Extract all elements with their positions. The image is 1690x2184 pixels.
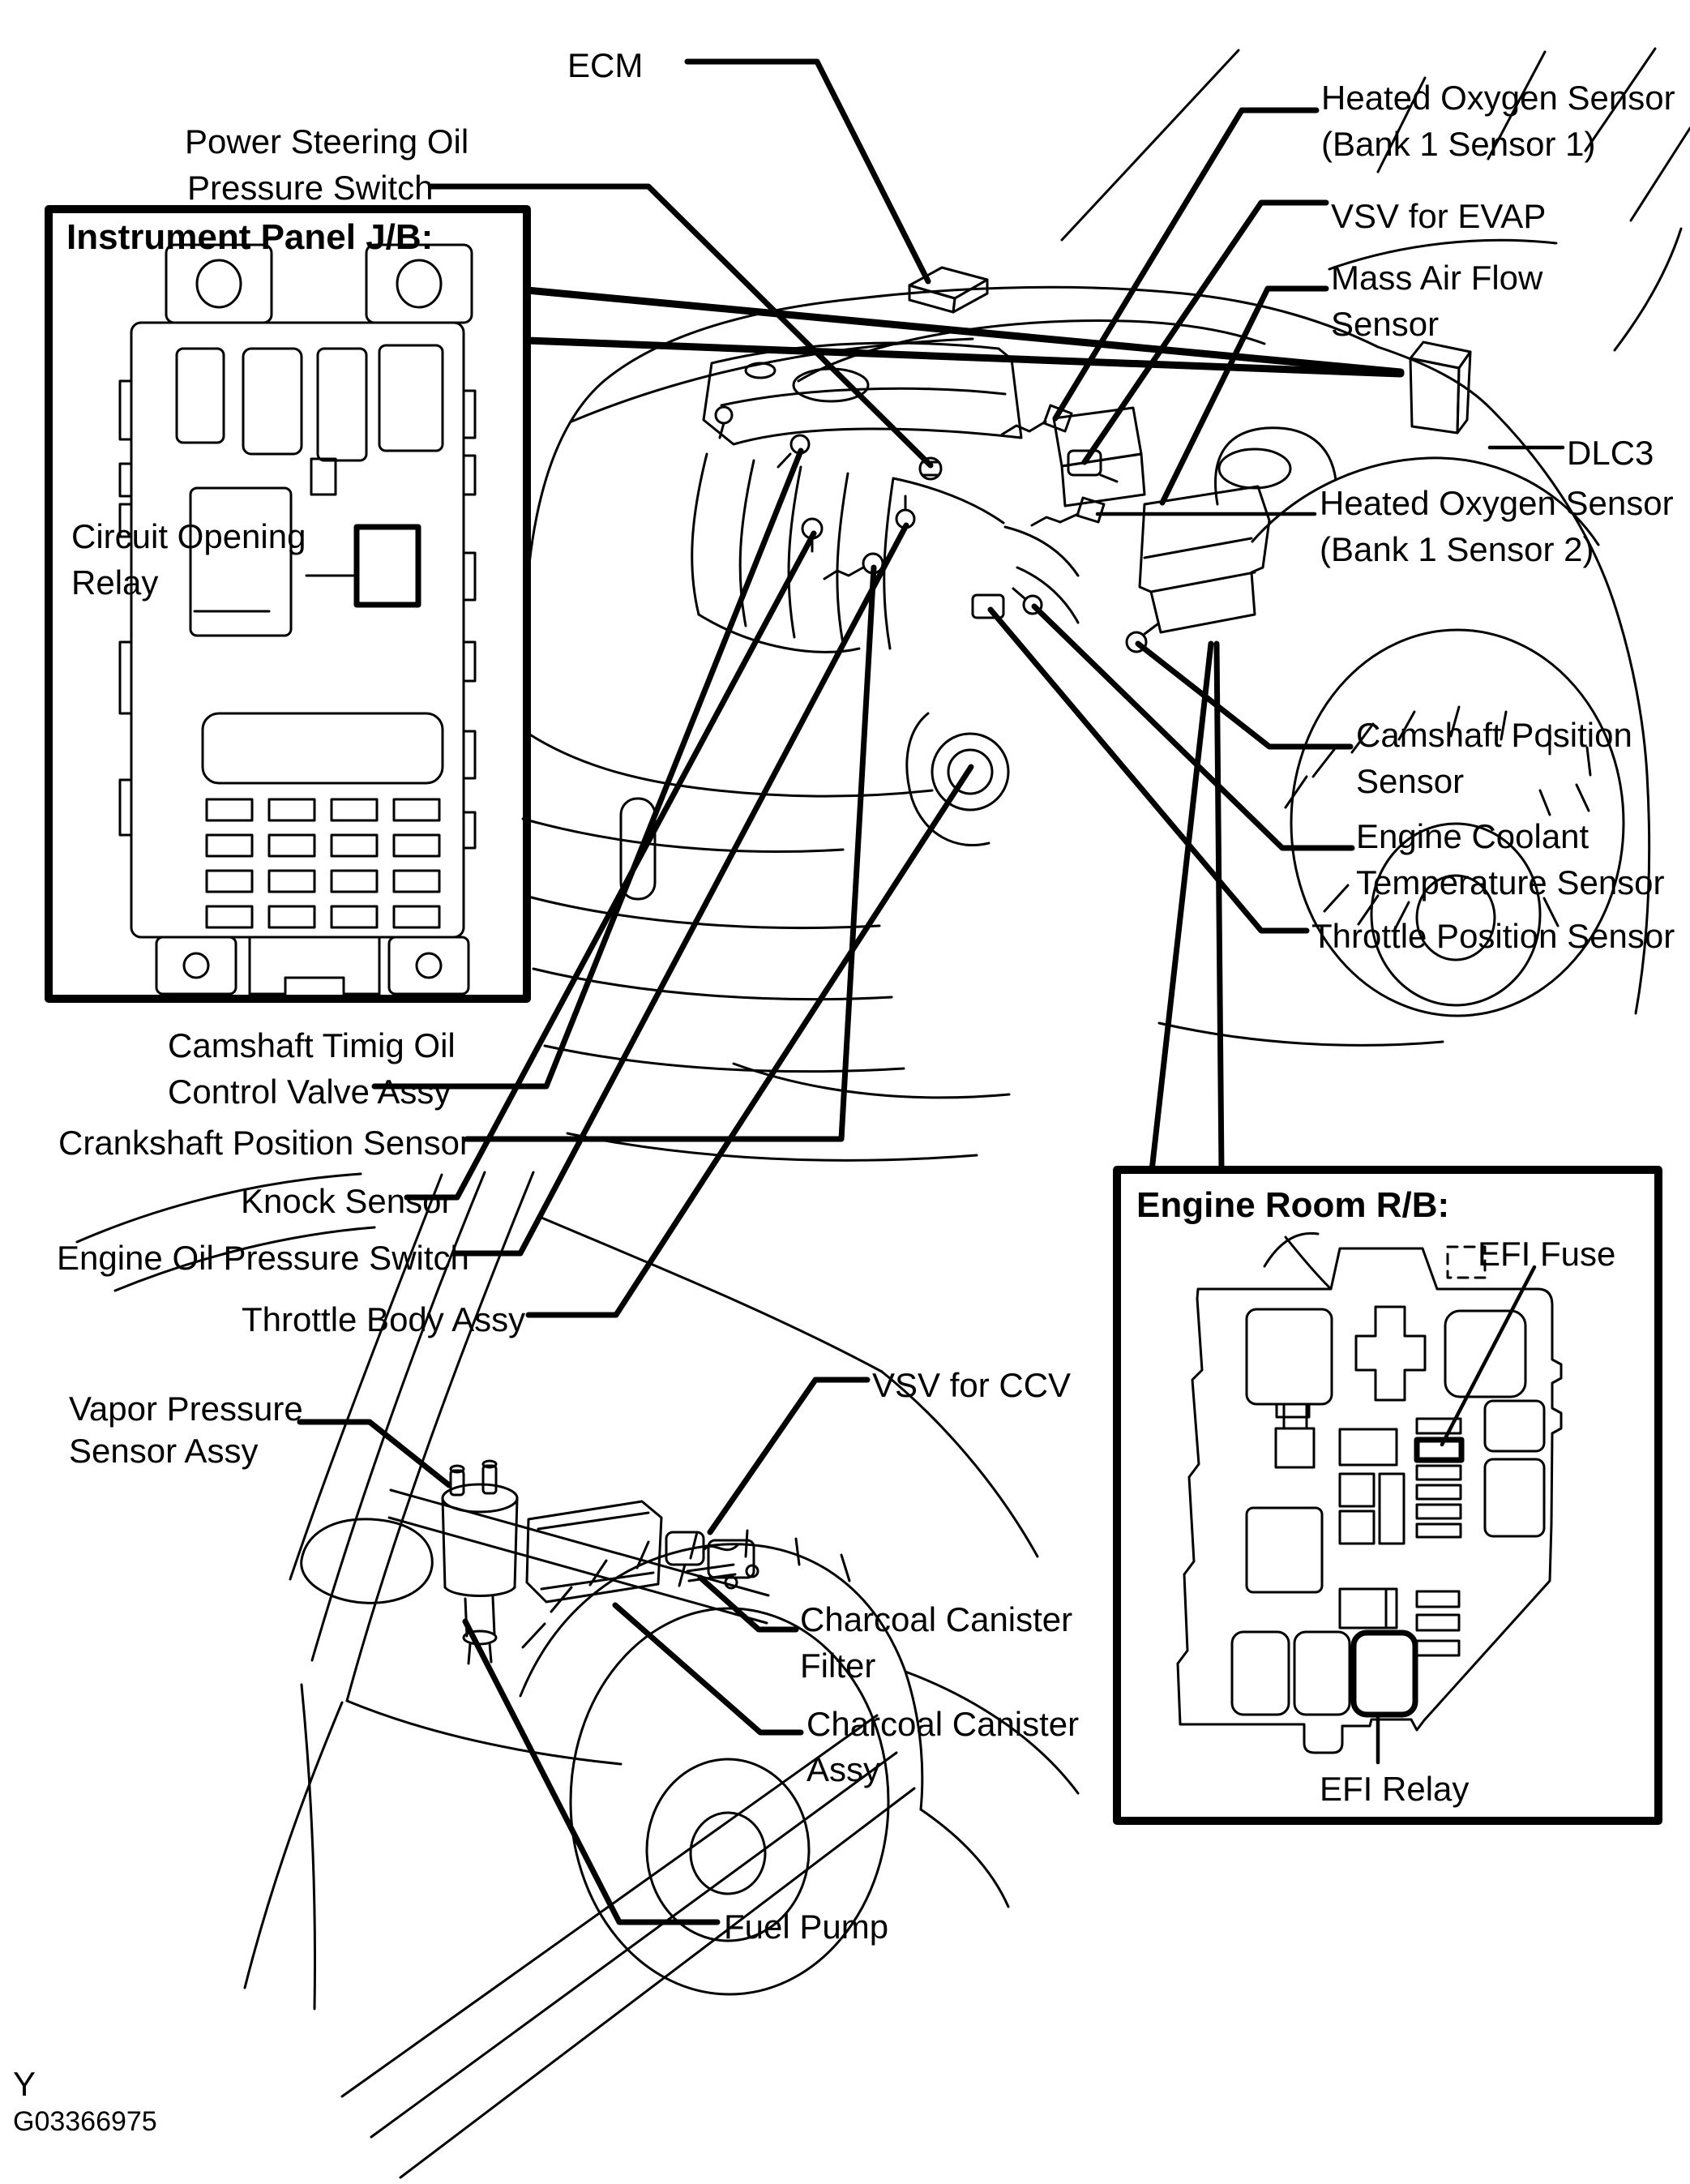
car-front-outline: [521, 285, 1651, 1162]
vapor-pressure-sensor-assy: [441, 1459, 519, 1665]
vsv-evap-valve: [1067, 449, 1119, 483]
leader-knock: [404, 530, 817, 1201]
leader-power-steering: [428, 183, 934, 469]
leader-camshaft-position: [1135, 640, 1354, 750]
label-power-steering-1: Power Steering Oil: [185, 122, 469, 161]
label-circuit-opening-relay-2: Relay: [71, 563, 159, 602]
ect-sensor: [1012, 587, 1043, 615]
engine-sensors: [714, 404, 1159, 653]
label-dlc3: DLC3: [1567, 434, 1654, 472]
label-ecm: ECM: [567, 46, 644, 84]
leader-efi-fuse: [1440, 1265, 1537, 1447]
label-vsv-ccv: VSV for CCV: [872, 1366, 1072, 1404]
label-ocv-1: Camshaft Timig Oil: [168, 1026, 456, 1064]
label-canister-assy-2: Assy: [806, 1750, 881, 1788]
label-ho2s-b1s2-1: Heated Oxygen Sensor: [1320, 484, 1674, 522]
label-canister-filter-2: Filter: [800, 1647, 876, 1685]
leader-ckp: [464, 564, 877, 1142]
leader-lines: [297, 58, 1565, 1925]
ecm-module: [908, 266, 989, 314]
label-oil-pressure: Engine Oil Pressure Switch: [57, 1239, 469, 1277]
circuit-opening-relay-slot: [353, 524, 421, 608]
ho2s2-sensor: [1030, 496, 1106, 527]
label-vsv-evap: VSV for EVAP: [1331, 197, 1547, 235]
page-mark: Y: [13, 2065, 36, 2103]
front-right-wheel: [1284, 628, 1625, 1017]
leader-rb-box-1: [1149, 640, 1214, 1174]
label-ect-1: Engine Coolant: [1356, 817, 1589, 855]
label-throttle-body: Throttle Body Assy: [242, 1300, 526, 1338]
label-ho2s-b1s1-1: Heated Oxygen Sensor: [1321, 79, 1675, 117]
leader-jb-box-1: [523, 286, 1405, 376]
label-tps: Throttle Position Sensor: [1311, 917, 1675, 955]
car-side-outline: [75, 1171, 1080, 2179]
rb-box-title: Engine Room R/B:: [1136, 1185, 1450, 1225]
leader-ho2s-b1s1: [1052, 107, 1320, 422]
engine-room-rb-inset: [1113, 1166, 1662, 1825]
label-ho2s-b1s1-2: (Bank 1 Sensor 1): [1321, 125, 1596, 163]
ho2s1-sensor: [1000, 404, 1073, 436]
label-efi-fuse: EFI Fuse: [1478, 1235, 1616, 1273]
leader-maf: [1159, 285, 1329, 506]
leader-ect: [1031, 603, 1355, 851]
label-ect-2: Temperature Sensor: [1356, 863, 1665, 901]
label-ocv-2: Control Valve Assy: [168, 1073, 451, 1111]
leader-canister-assy: [612, 1602, 804, 1736]
leader-jb-box-2: [523, 336, 1405, 378]
label-ho2s-b1s2-2: (Bank 1 Sensor 2): [1320, 530, 1594, 568]
label-maf-1: Mass Air Flow: [1331, 259, 1543, 297]
leader-ocv: [371, 448, 804, 1090]
efi-fuse-slot: [1414, 1437, 1465, 1463]
vsv-ccv-valve: [665, 1531, 759, 1590]
misc-bolt: [714, 405, 734, 439]
label-maf-2: Sensor: [1331, 305, 1440, 343]
efi-relay-slot: [1350, 1629, 1418, 1718]
figure-id-code: G03366975: [13, 2106, 157, 2137]
car-windshield-strokes: [1060, 47, 1690, 352]
camshaft-sensor-glyph: [1125, 623, 1159, 653]
leader-canister-filter: [697, 1574, 799, 1633]
leader-throttle-body: [525, 764, 974, 1318]
evap-devices: [387, 1459, 770, 1665]
leader-vapor: [297, 1419, 452, 1488]
label-knock: Knock Sensor: [241, 1182, 453, 1220]
label-camshaft-position-2: Sensor: [1356, 762, 1465, 800]
label-efi-relay: EFI Relay: [1320, 1770, 1470, 1808]
dlc3-connector: [1446, 1245, 1487, 1279]
label-power-steering-2: Pressure Switch: [187, 169, 434, 207]
label-canister-filter-1: Charcoal Canister: [800, 1600, 1073, 1638]
tps-sensor: [971, 593, 1005, 619]
jb-box-title: Instrument Panel J/B:: [66, 217, 434, 257]
leader-oil-pressure: [452, 522, 909, 1257]
label-camshaft-position-1: Camshaft Position: [1356, 716, 1632, 754]
label-fuel-pump: Fuel Pump: [724, 1908, 889, 1946]
label-circuit-opening-relay-1: Circuit Opening: [71, 517, 306, 555]
instrument-panel-jb-inset: [45, 205, 531, 1003]
leader-rb-box-2: [1213, 640, 1225, 1174]
label-vapor-2: Sensor Assy: [69, 1432, 259, 1470]
label-ckp: Crankshaft Position Sensor: [58, 1124, 471, 1162]
leader-ecm: [684, 58, 931, 285]
leader-tps: [987, 606, 1310, 934]
leader-vsv-ccv: [707, 1377, 871, 1535]
charcoal-canister-assy-box: [525, 1500, 663, 1604]
leader-fuel-pump: [462, 1618, 721, 1925]
label-canister-assy-1: Charcoal Canister: [806, 1705, 1080, 1743]
label-vapor-1: Vapor Pressure: [69, 1390, 303, 1428]
leader-vsv-evap: [1081, 199, 1329, 465]
